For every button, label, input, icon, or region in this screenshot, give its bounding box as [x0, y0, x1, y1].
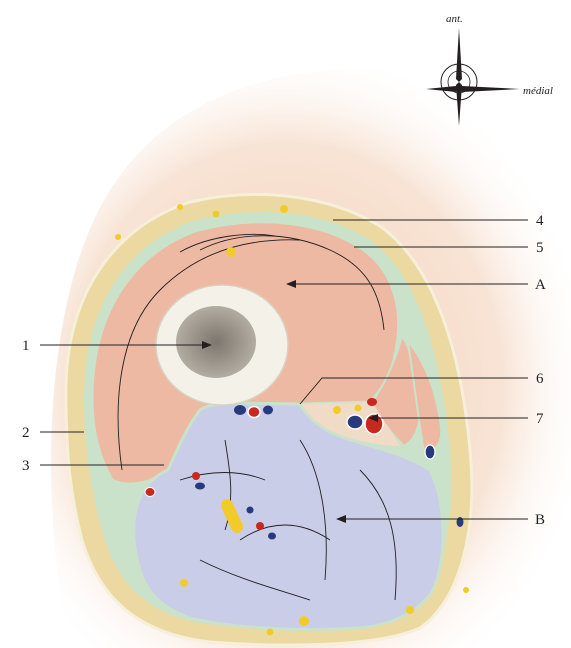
label-7: 7	[536, 411, 544, 427]
label-1: 1	[22, 338, 30, 354]
label-4: 4	[536, 213, 544, 229]
label-A: A	[535, 277, 546, 293]
label-3: 3	[22, 458, 30, 474]
compass-medial-label: médial	[523, 85, 553, 97]
label-6: 6	[536, 371, 544, 387]
label-5: 5	[536, 240, 544, 256]
label-2: 2	[22, 425, 30, 441]
label-B: B	[535, 512, 545, 528]
compass-anterior-label: ant.	[446, 13, 463, 25]
femur-marrow	[176, 306, 256, 378]
